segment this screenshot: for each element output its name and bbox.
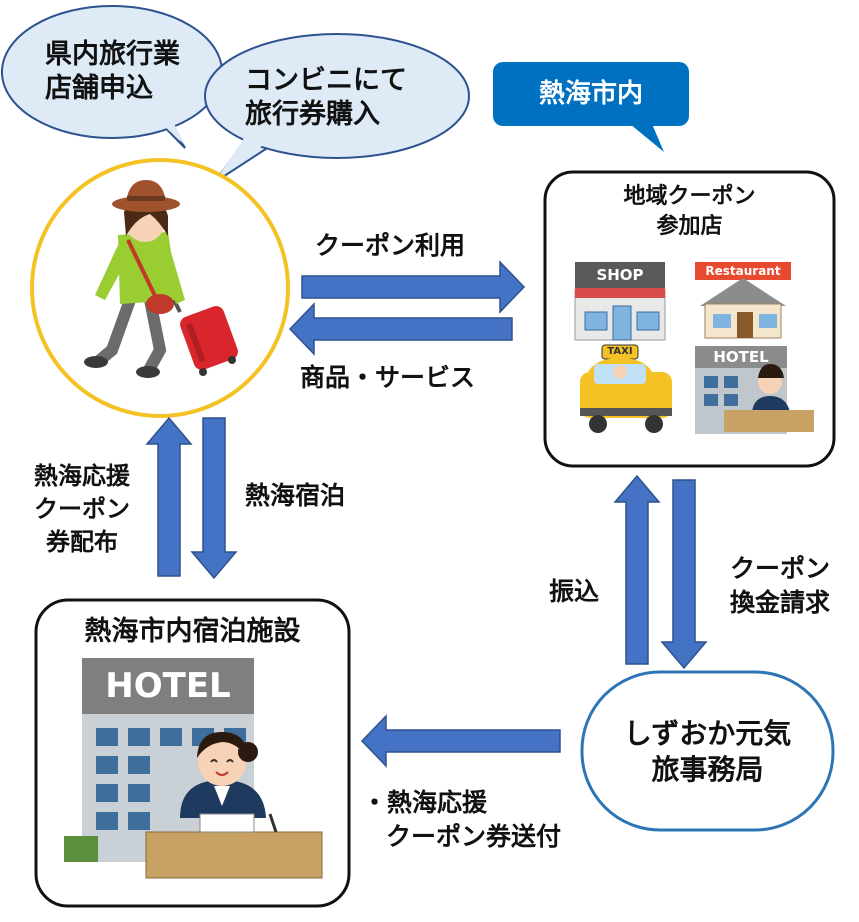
speech-bubble-convenience: [204, 33, 470, 183]
bubble-agency-text: 県内旅行業 店舗申込: [45, 38, 180, 106]
taxi-sign: TAXI: [607, 346, 633, 357]
restaurant-sign: Restaurant: [705, 264, 781, 278]
coupon-distribution-line2: クーポン: [34, 495, 130, 523]
coupon-distribution-line1: 熱海応援: [34, 462, 130, 490]
partner-shops-title: 地域クーポン 参加店: [545, 182, 834, 242]
hotel-small-icon: [695, 346, 814, 434]
bubble-convenience-text: コンビニにて 旅行券購入: [245, 64, 407, 132]
bubble-convenience-line1: コンビニにて: [245, 65, 407, 96]
shop-sign: SHOP: [596, 266, 644, 284]
hotel-facility-title: 熱海市内宿泊施設: [84, 616, 301, 647]
coupon-sending-label: ・熱海応援 クーポン券送付: [362, 786, 561, 854]
speech-bubble-agency: [1, 5, 223, 149]
atami-city-tag-label: 熱海市内: [538, 79, 643, 109]
traveler-icon: [84, 180, 238, 378]
arrow-coupon-claim: [660, 479, 708, 670]
hotel-small-sign: HOTEL: [713, 348, 769, 366]
coupon-use-label: クーポン利用: [315, 231, 466, 260]
arrow-coupon-use: [301, 260, 526, 314]
office-line1: しずおか元気: [623, 717, 792, 750]
bubble-agency-line1: 県内旅行業: [45, 39, 180, 70]
arrow-coupon-sending: [360, 714, 561, 768]
taxi-icon: [580, 344, 672, 433]
partner-shops-title-line1: 地域クーポン: [623, 184, 756, 209]
coupon-sending-line2: クーポン券送付: [386, 822, 562, 851]
arrow-coupon-distribution: [145, 416, 193, 577]
coupon-sending-line1: ・熱海応援: [362, 788, 488, 817]
restaurant-icon: [695, 262, 791, 339]
office-line2: 旅事務局: [651, 753, 764, 786]
hotel-facility-sign: HOTEL: [105, 666, 231, 706]
arrow-transfer: [613, 474, 661, 665]
coupon-distribution-label: 熱海応援 クーポン 券配布: [12, 460, 152, 559]
arrow-goods-services: [288, 302, 513, 356]
office-label: しずおか元気 旅事務局: [582, 716, 833, 788]
coupon-distribution-line3: 券配布: [46, 528, 118, 556]
arrow-atami-stay: [190, 417, 238, 580]
transfer-label: 振込: [549, 577, 600, 606]
bubble-convenience-line2: 旅行券購入: [245, 99, 380, 130]
coupon-claim-label: クーポン 換金請求: [710, 552, 850, 620]
partner-shops-title-line2: 参加店: [656, 214, 723, 239]
hotel-receptionist-icon: [145, 732, 323, 879]
coupon-claim-line2: 換金請求: [729, 588, 830, 617]
coupon-claim-line1: クーポン: [729, 554, 830, 583]
bubble-agency-line2: 店舗申込: [45, 73, 153, 104]
shop-icon: [574, 262, 666, 341]
goods-services-label: 商品・サービス: [300, 363, 476, 392]
atami-stay-label: 熱海宿泊: [245, 481, 346, 510]
office-shape: [580, 670, 835, 832]
atami-city-tag: [493, 62, 689, 152]
